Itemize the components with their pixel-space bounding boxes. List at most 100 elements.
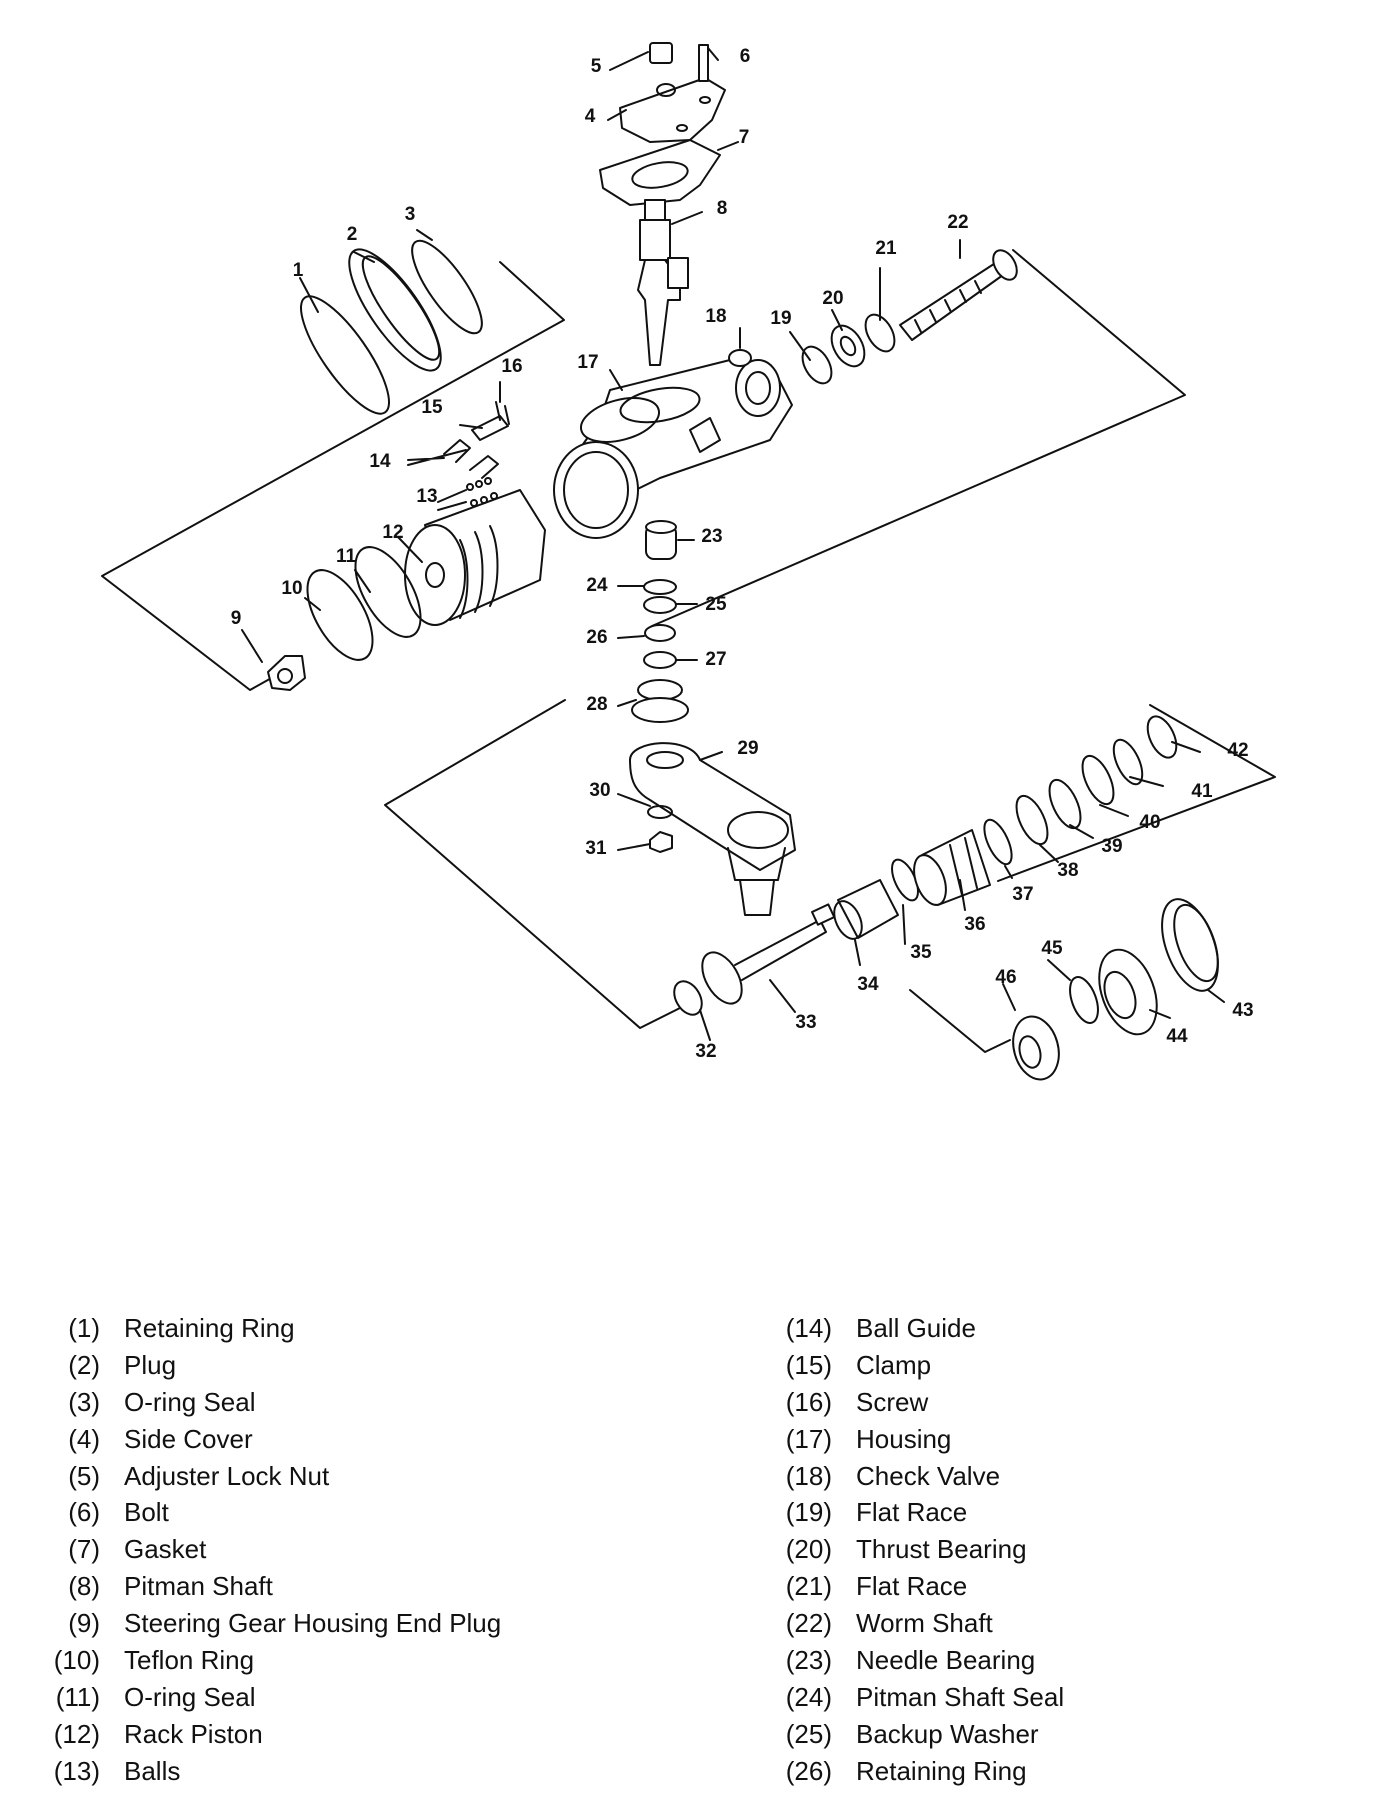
bracket-valve-assembly	[997, 704, 1276, 882]
part-44	[1098, 948, 1158, 1036]
legend-item: (17)Housing	[780, 1421, 1064, 1458]
screw-16	[495, 401, 510, 425]
part-37	[983, 818, 1013, 866]
legend-item: (3)O-ring Seal	[24, 1384, 501, 1421]
legend-item-label: Worm Shaft	[856, 1608, 993, 1639]
part-46	[1012, 1015, 1060, 1081]
legend-item-label: Pitman Shaft Seal	[856, 1681, 1065, 1712]
teflon-ring-10	[306, 569, 374, 661]
legend-item: (4)Side Cover	[24, 1421, 501, 1458]
part-34	[833, 879, 899, 940]
callout-19: 19	[770, 308, 791, 329]
part-32	[673, 980, 703, 1016]
gasket-7	[599, 139, 721, 206]
callout-10: 10	[281, 578, 302, 599]
legend-item-number: (25)	[785, 1718, 832, 1749]
legend-item-label: Ball Guide	[856, 1313, 976, 1343]
legend-item: (7)Gasket	[24, 1531, 501, 1568]
legend-item-label: Gasket	[124, 1534, 207, 1565]
legend-item: (6)Bolt	[24, 1494, 501, 1531]
callout-14: 14	[369, 451, 391, 472]
legend-item-number: (1)	[68, 1313, 100, 1343]
callout-12: 12	[382, 522, 403, 543]
legend-item: (24)Pitman Shaft Seal	[780, 1679, 1064, 1716]
legend-item-label: Balls	[124, 1755, 181, 1786]
legend-item-label: Retaining Ring	[124, 1313, 295, 1343]
callout-36: 36	[964, 914, 985, 935]
flat-race-21	[864, 313, 896, 353]
callout-30: 30	[589, 780, 610, 801]
legend-item: (9)Steering Gear Housing End Plug	[24, 1605, 501, 1642]
pitman-shaft-8	[637, 199, 689, 366]
legend-item: (11)O-ring Seal	[24, 1679, 501, 1716]
legend-item-number: (5)	[68, 1460, 100, 1491]
legend-item-number: (21)	[785, 1571, 832, 1602]
callout-44: 44	[1166, 1026, 1188, 1047]
part-43	[1161, 898, 1219, 992]
legend-item-number: (16)	[785, 1386, 832, 1417]
legend-item-label: Thrust Bearing	[856, 1534, 1027, 1565]
part-30	[647, 805, 673, 819]
legend-item: (25)Backup Washer	[780, 1716, 1064, 1753]
legend-item-label: O-ring Seal	[124, 1386, 256, 1417]
legend-item-number: (19)	[785, 1497, 832, 1528]
callout-1: 1	[293, 260, 304, 281]
part-36	[913, 829, 991, 906]
legend-item-label: Needle Bearing	[856, 1645, 1036, 1676]
legend-item-number: (9)	[68, 1608, 100, 1639]
legend-item-label: O-ring Seal	[124, 1681, 256, 1712]
thrust-bearing-20	[830, 324, 866, 368]
legend-item: (18)Check Valve	[780, 1458, 1064, 1495]
callout-11: 11	[336, 546, 357, 567]
plug-2	[348, 248, 442, 372]
callout-27: 27	[705, 649, 726, 670]
stack-27	[643, 651, 677, 669]
callout-40: 40	[1139, 812, 1160, 833]
o-ring-seal-3	[411, 239, 483, 335]
housing-bore	[553, 441, 639, 539]
part-39	[1048, 778, 1082, 830]
clamp-15	[471, 415, 509, 441]
legend-item: (8)Pitman Shaft	[24, 1568, 501, 1605]
callout-25: 25	[705, 594, 727, 615]
o-ring-seal-11	[354, 546, 422, 638]
leader-lines	[241, 47, 1225, 1041]
bracket-worm-assembly	[651, 249, 1186, 627]
legend-item: (10)Teflon Ring	[24, 1642, 501, 1679]
legend-item-number: (22)	[785, 1608, 832, 1639]
rack-piston-12	[404, 489, 546, 626]
legend-item-number: (26)	[785, 1755, 832, 1786]
callout-15: 15	[421, 397, 443, 418]
callout-4: 4	[585, 106, 596, 127]
part-38	[1015, 794, 1049, 846]
callout-46: 46	[995, 967, 1016, 988]
legend-item: (20) Thrust Bearing	[780, 1531, 1064, 1568]
check-valve-18	[728, 349, 752, 367]
backup-washer-25	[643, 596, 677, 614]
callout-20: 20	[822, 288, 843, 309]
adjuster-lock-nut-5	[649, 42, 673, 64]
callout-43: 43	[1232, 1000, 1253, 1021]
legend-item: (2)Plug	[24, 1347, 501, 1384]
ball-guide-14	[443, 439, 499, 479]
callout-26: 26	[586, 627, 607, 648]
part-31	[649, 831, 673, 853]
bracket-adjuster-assembly	[909, 989, 1011, 1053]
legend-item-label: Plug	[124, 1349, 177, 1380]
callout-39: 39	[1101, 836, 1122, 857]
legend-item-number: (12)	[53, 1718, 100, 1749]
legend-item-number: (20)	[785, 1534, 832, 1565]
legend-item-number: (8)	[68, 1571, 100, 1602]
pitman-arm-29	[629, 742, 796, 916]
callout-23: 23	[701, 526, 722, 547]
part-45	[1069, 976, 1099, 1024]
callout-45: 45	[1041, 938, 1063, 959]
callout-38: 38	[1057, 860, 1078, 881]
part-40	[1081, 754, 1115, 806]
legend-item: (14) Ball Guide	[780, 1310, 1064, 1347]
legend-item-number: (14)	[785, 1313, 832, 1343]
callout-6: 6	[740, 46, 751, 67]
callout-21: 21	[875, 238, 897, 259]
callout-22: 22	[947, 212, 968, 233]
